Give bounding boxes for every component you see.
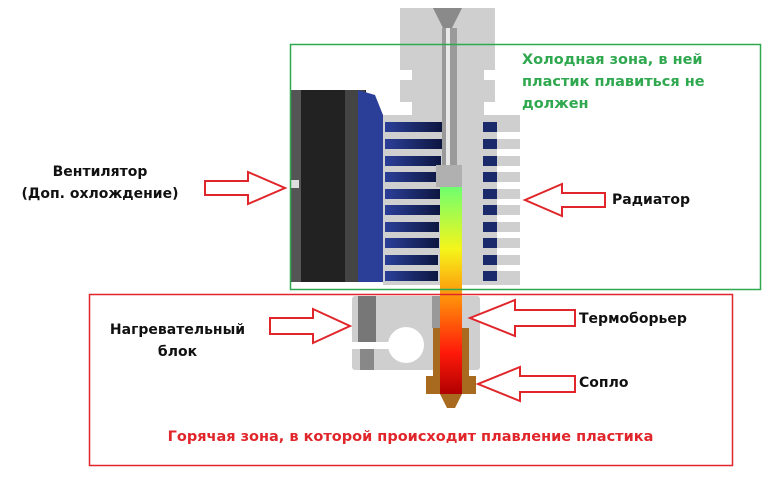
nozzle-arrow [475,365,576,403]
heater-block-line: Нагревательный [109,322,246,338]
filament-temperature-gradient [440,187,462,394]
heater-block-label: Нагревательный блок [95,319,260,363]
cold-zone-line: пластик плавиться не [522,74,705,90]
hot-zone-box [88,293,734,467]
cold-zone-label: Холодная зона, в ней пластик плавиться н… [522,49,705,115]
heat-break-arrow [467,298,576,338]
cold-zone-line: должен [522,96,589,112]
fan-label: Вентилятор (Доп. охлождение) [5,161,195,205]
fan-label-line: Вентилятор [52,164,148,180]
radiator-heatsink [383,8,521,285]
fan [291,90,383,282]
hot-zone-label: Горячая зона, в которой происходит плавл… [167,429,654,445]
heat-break-label: Термоборьер [579,311,687,327]
nozzle-label: Сопло [579,375,629,391]
fan-label-line: (Доп. охлождение) [21,186,179,202]
fan-arrow [204,170,288,206]
cold-zone-box [289,43,762,291]
heater-block-arrow [269,307,353,345]
radiator-arrow [522,182,606,218]
heater-block-line: блок [157,344,198,360]
radiator-label: Радиатор [612,192,691,208]
cold-zone-line: Холодная зона, в ней [522,52,703,68]
